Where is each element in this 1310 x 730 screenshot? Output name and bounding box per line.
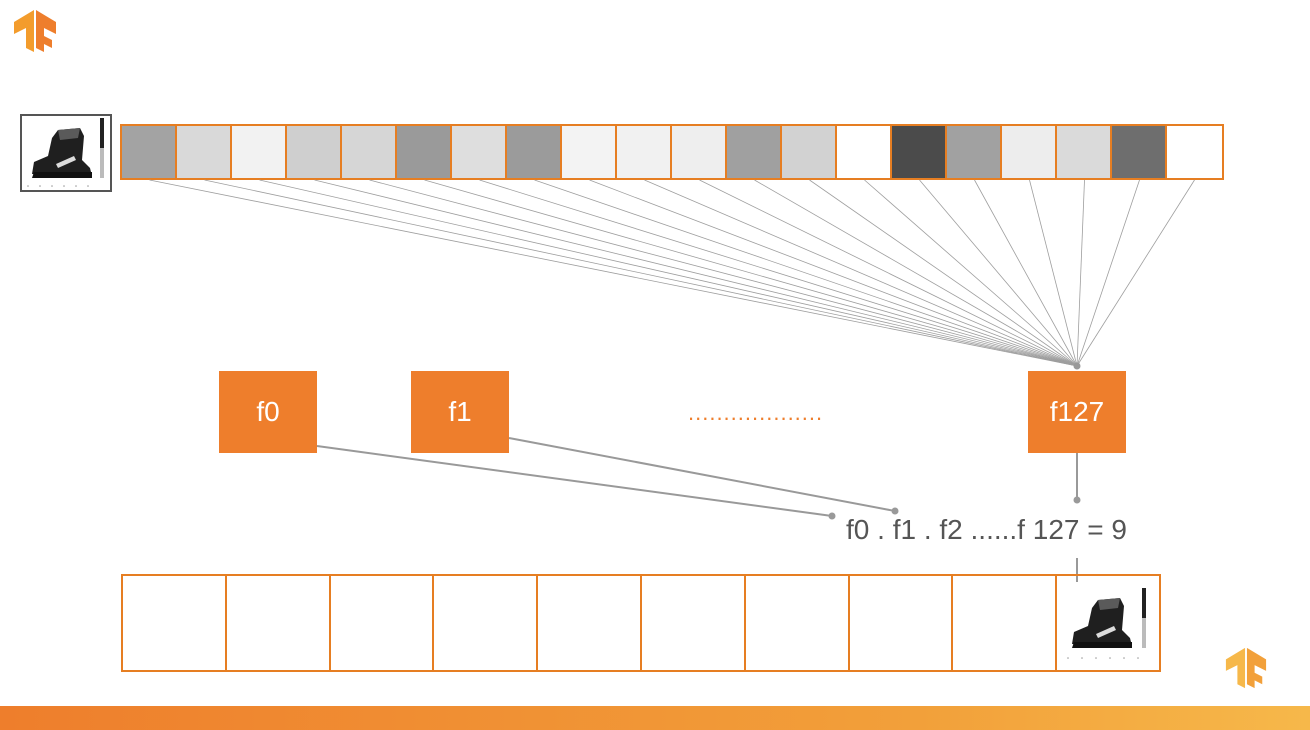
fan-in-line: [149, 179, 1078, 367]
output-cell: [850, 576, 954, 670]
ellipsis-dots: ...................: [688, 400, 824, 425]
output-cell: [538, 576, 642, 670]
tensorflow-logo: [1224, 646, 1268, 690]
pixel-cell: [892, 126, 947, 178]
fan-in-line: [644, 179, 1078, 367]
pixel-cell: [727, 126, 782, 178]
tensorflow-logo: [12, 8, 58, 54]
fan-in-line: [204, 179, 1078, 367]
pixel-cell: [342, 126, 397, 178]
output-cell: [123, 576, 227, 670]
fan-in-line: [809, 179, 1078, 367]
pixel-cell: [122, 126, 177, 178]
output-cell: [642, 576, 746, 670]
fan-in-line: [864, 179, 1078, 367]
fan-in-line: [314, 179, 1078, 367]
pixel-cell: [837, 126, 892, 178]
neuron-label: f0: [256, 396, 280, 427]
neuron-f1: f1: [411, 371, 509, 453]
neuron-label: f127: [1049, 396, 1105, 427]
pixel-cell: [397, 126, 452, 178]
fan-in-line: [589, 179, 1078, 367]
pixel-cell: [507, 126, 562, 178]
equation-text: f0 . f1 . f2 ......f 127 = 9: [846, 514, 1127, 545]
f0-to-equation-line: [316, 445, 833, 517]
boot-image: [22, 116, 110, 190]
output-cell: [227, 576, 331, 670]
pixel-cell: [177, 126, 232, 178]
pixel-cell: [617, 126, 672, 178]
fan-in-line: [919, 179, 1078, 367]
pixel-cell: [452, 126, 507, 178]
pixel-cell: [287, 126, 342, 178]
pixel-cell: [232, 126, 287, 178]
output-cell: [746, 576, 850, 670]
pixel-cell: [1002, 126, 1057, 178]
boot-image: [1060, 582, 1156, 666]
output-cell: [434, 576, 539, 670]
flattened-pixel-strip: [120, 124, 1224, 180]
fan-in-line: [974, 179, 1078, 367]
input-image-thumbnail: [20, 114, 112, 192]
neuron-f127: f127: [1028, 371, 1126, 453]
pixel-cell: [947, 126, 1002, 178]
output-cell: [953, 576, 1058, 670]
fan-in-line: [369, 179, 1078, 367]
bottom-accent-bar: [0, 706, 1310, 730]
pixel-cell: [562, 126, 617, 178]
fan-in-line: [479, 179, 1078, 367]
pixel-cell: [1057, 126, 1112, 178]
output-cell: [331, 576, 435, 670]
fan-in-line: [754, 179, 1078, 367]
pixel-cell: [672, 126, 727, 178]
fan-in-line: [259, 179, 1078, 367]
pixel-cell: [1112, 126, 1167, 178]
fan-in-line: [1076, 179, 1140, 367]
fan-in-line: [534, 179, 1078, 367]
neuron-label: f1: [448, 396, 472, 427]
fan-in-line: [424, 179, 1078, 367]
output-image-thumbnail: [1060, 582, 1156, 666]
pixel-cell: [782, 126, 837, 178]
fan-in-line: [699, 179, 1078, 367]
neuron-f0: f0: [219, 371, 317, 453]
fan-in-line: [1076, 179, 1085, 367]
f1-to-equation-line: [508, 437, 896, 512]
fan-in-line: [1076, 179, 1195, 367]
pixel-cell: [1167, 126, 1222, 178]
fan-in-line: [1029, 179, 1078, 367]
output-row: [121, 574, 1161, 672]
